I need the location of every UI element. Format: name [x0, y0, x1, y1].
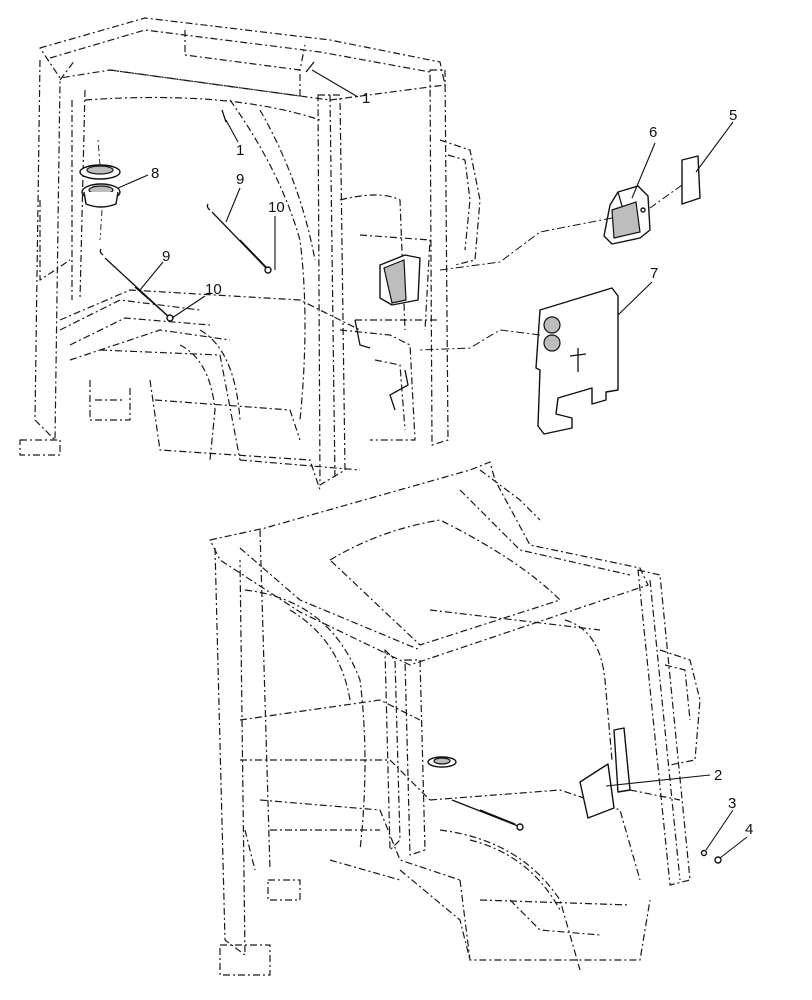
- upper-cab-frame: [19, 17, 481, 491]
- part-4-nut: [714, 856, 722, 864]
- callout-2: 2: [714, 767, 722, 784]
- callout-9-upper: 9: [236, 171, 244, 188]
- leader-lines: [117, 69, 748, 859]
- part-3-bolt: [700, 849, 708, 857]
- callout-5: 5: [729, 107, 737, 124]
- upper-rear-bracket: [354, 254, 421, 411]
- callout-9-lower: 9: [162, 248, 170, 265]
- part-9-gas-strut-lower: [99, 248, 174, 322]
- callout-1-lower: 1: [236, 142, 244, 159]
- callout-1-upper: 1: [362, 90, 370, 107]
- lower-dome-light: [427, 756, 457, 768]
- callout-labels: 1 1 2 3 4 5 6 7 8 9 9 10 10: [151, 90, 753, 838]
- callout-8: 8: [151, 165, 159, 182]
- callout-10-upper: 10: [268, 199, 285, 216]
- assembly-lines: [419, 184, 683, 351]
- part-7-panel: [535, 287, 619, 435]
- lower-gas-strut: [451, 799, 524, 831]
- part-2-bracket: [579, 727, 631, 819]
- part-6-housing: [603, 185, 651, 245]
- callout-3: 3: [728, 795, 736, 812]
- callout-6: 6: [649, 124, 657, 141]
- callout-10-lower: 10: [205, 281, 222, 298]
- lower-cab-frame: [209, 461, 701, 976]
- part-8-dome-light: [79, 139, 121, 241]
- part-9-gas-strut-upper: [206, 203, 272, 274]
- part-1-pin-upper: [221, 61, 315, 123]
- callout-4: 4: [745, 821, 753, 838]
- part-5-cover: [681, 155, 701, 205]
- callout-7: 7: [650, 265, 658, 282]
